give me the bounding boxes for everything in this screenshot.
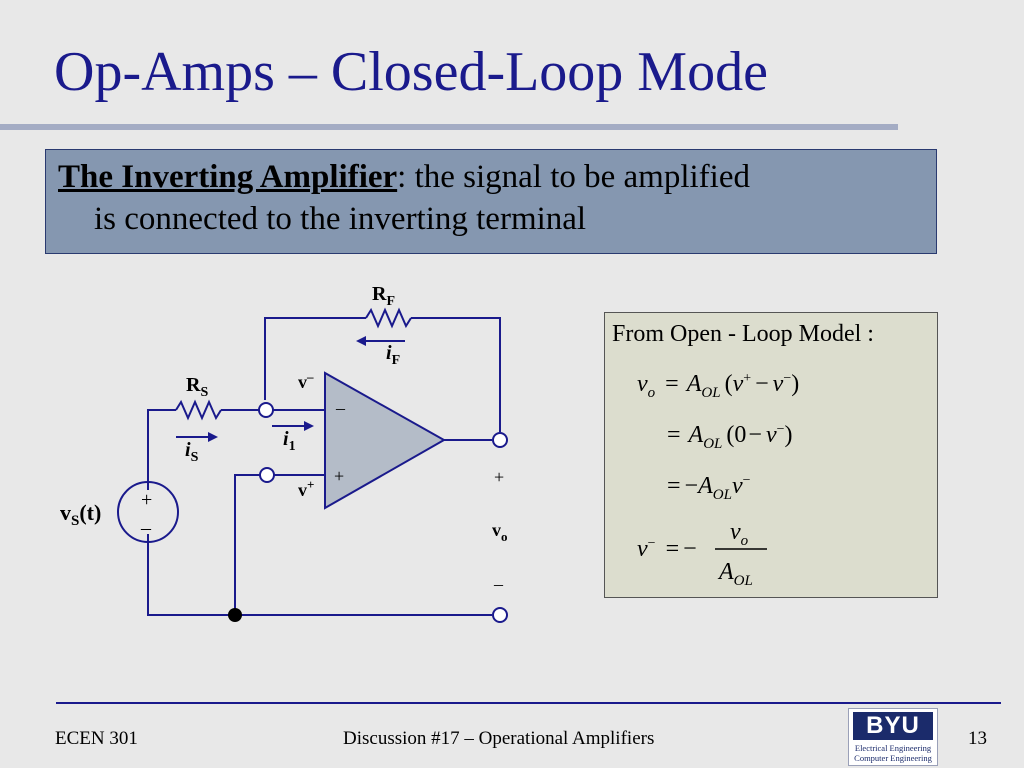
source-plus-sign: + (141, 489, 152, 511)
out-plus-sign: + (494, 467, 504, 487)
eq-header: From Open - Loop Model : (612, 321, 874, 347)
intro-line1: : the signal to be amplified (397, 159, 750, 195)
feedback-wire-right (411, 317, 501, 432)
rs-label: RS (186, 374, 208, 400)
i1-label: i1 (283, 428, 296, 454)
inverting-amplifier-circuit: RF iF RS iS i1 v– v+ – + vS(t) + – + vo … (60, 283, 508, 623)
opamp-minus-sign: – (335, 398, 346, 418)
eq-line-4-numerator: vo (730, 519, 749, 549)
page-number: 13 (968, 728, 987, 749)
intro-term: The Inverting Amplifier (58, 159, 398, 195)
footer-title: Discussion #17 – Operational Amplifiers (343, 728, 655, 749)
is-label: iS (185, 439, 199, 465)
logo-line-2: Computer Engineering (854, 753, 932, 763)
inverting-node-terminal (258, 402, 274, 418)
footer-rule (56, 702, 1001, 704)
source-minus-sign: – (140, 517, 152, 539)
source-bottom-wire (147, 534, 492, 616)
vminus-label: v– (298, 369, 314, 392)
opamp-symbol (324, 371, 447, 510)
intro-box: The Inverting Amplifier: the signal to b… (45, 149, 937, 254)
source-label: vS(t) (60, 500, 101, 529)
byu-logo: BYU Electrical Engineering Computer Engi… (848, 708, 938, 766)
feedback-wire (264, 317, 366, 400)
ground-node-dot (228, 608, 242, 622)
opamp-plus-sign: + (334, 466, 344, 486)
footer-course: ECEN 301 (55, 728, 138, 749)
plus-input-terminal (259, 467, 275, 483)
vo-label: vo (492, 520, 508, 544)
if-label: iF (386, 342, 400, 368)
logo-line-1: Electrical Engineering (854, 743, 932, 753)
rs-resistor (175, 399, 222, 421)
plus-ground-wire (234, 474, 261, 615)
eq-line-4-denominator: AOL (717, 559, 753, 589)
eq-line-2: =AOL(0−v−) (667, 422, 793, 452)
equation-box: From Open - Loop Model : vo=AOL(v+−v−) =… (604, 312, 938, 598)
eq-line-1: vo=AOL(v+−v−) (637, 371, 799, 401)
out-minus-sign: – (493, 574, 504, 594)
title-rule (0, 124, 898, 130)
output-terminal (492, 432, 508, 448)
rf-label: RF (372, 283, 395, 309)
ground-terminal (492, 607, 508, 623)
eq-line-4-lhs: v−=− (637, 536, 697, 562)
voltage-source (117, 481, 179, 543)
slide-title: Op-Amps – Closed-Loop Mode (54, 41, 768, 103)
intro-line2: is connected to the inverting terminal (94, 201, 587, 237)
eq-line-3: =−AOLv− (667, 473, 751, 503)
source-top-wire (147, 409, 176, 490)
rf-resistor (365, 307, 412, 329)
byu-logo-mark: BYU (853, 712, 933, 740)
vplus-label: v+ (298, 477, 314, 500)
